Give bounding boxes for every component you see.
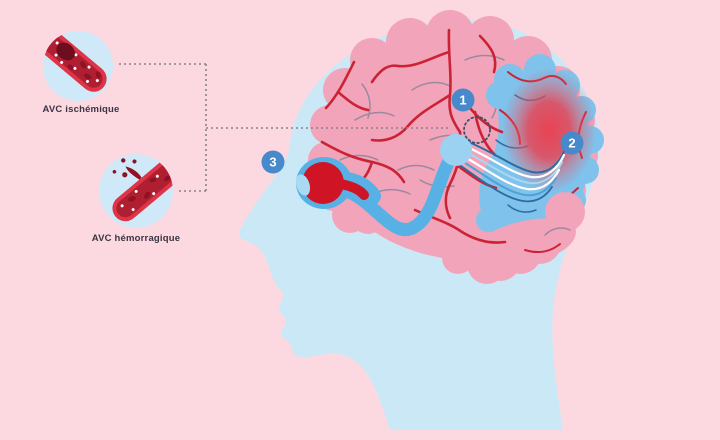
clotted-vessel-icon [43,31,107,92]
marker-3-number: 3 [269,155,276,170]
marker-1-number: 1 [459,93,466,108]
marker-2-number: 2 [568,136,575,151]
optic-nerve [342,149,459,236]
junction-dotted-circle [463,116,491,144]
marker-2: 2 [560,131,584,155]
eye-icon [295,157,381,209]
inset-ischemic-label: AVC ischémique [42,104,119,115]
inset-hemorrhagic-label: AVC hémorragique [92,233,181,244]
thalamus-node [440,134,472,166]
temporal-artery [524,243,561,253]
temporal-sulcus [544,227,571,236]
marker-3: 3 [261,150,285,174]
optic-radiation-bundle [460,140,566,203]
dashed-connectors [119,63,450,192]
inset-ischemic: AVC ischémique [42,31,119,115]
lesion-glow [502,68,596,192]
hemorrhage-spray [112,156,142,180]
brain-arteries [320,28,507,244]
marker-1: 1 [451,88,475,112]
blood-clot [56,42,75,61]
